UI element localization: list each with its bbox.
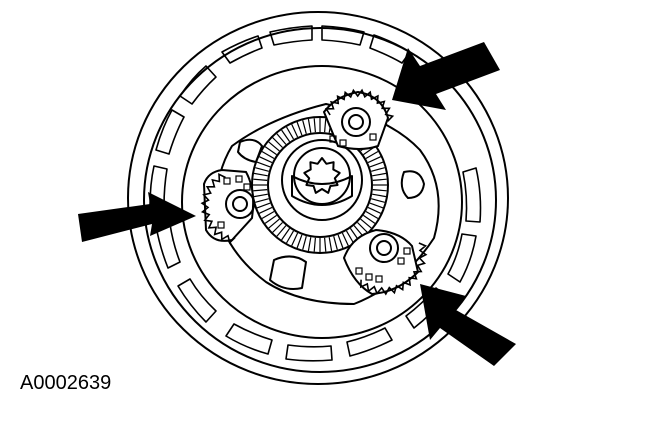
serration-line (256, 202, 271, 209)
serration-line (367, 156, 381, 164)
serration-line (372, 172, 387, 177)
serration-line (345, 230, 355, 244)
slotted-ring-inner-edge (181, 65, 463, 339)
serration-line (276, 133, 287, 145)
serration-line (276, 225, 287, 237)
carrier-pocket (269, 255, 307, 290)
serration-line (281, 228, 291, 241)
serration-line (328, 237, 333, 252)
serration-line (372, 193, 387, 198)
serration-line (313, 237, 316, 252)
hub-spline (303, 157, 341, 194)
serration-line (255, 198, 269, 203)
serration-line (268, 218, 280, 229)
hub-outer (281, 139, 363, 221)
thrust-washer-inner (267, 132, 373, 238)
figure-reference-code: A0002639 (20, 372, 112, 394)
serration-line (253, 189, 268, 192)
serration-line (268, 141, 280, 152)
serration-line (261, 210, 275, 220)
serration-line (264, 214, 277, 224)
serration-line (296, 121, 303, 136)
serration-line (302, 120, 307, 134)
carrier-pocket (400, 170, 425, 199)
serration-line (341, 232, 349, 246)
hub-bore (293, 147, 351, 205)
pinion-gear-left (200, 168, 255, 245)
hub-collar (291, 175, 353, 206)
serration-line (281, 129, 291, 142)
serration-line (363, 214, 376, 224)
serration-line (357, 222, 368, 233)
serration-line (333, 236, 338, 250)
serration-line (372, 178, 387, 181)
serration-line (253, 172, 268, 177)
serration-line (369, 202, 384, 209)
serration-line (371, 198, 385, 203)
outer-ring-inner-edge (143, 27, 497, 373)
serration-line (353, 225, 364, 237)
serration-line (272, 137, 283, 148)
serration-line (307, 118, 312, 133)
serration-line (259, 156, 273, 164)
serration-line (369, 161, 384, 168)
serration-line (371, 167, 385, 172)
serration-line (285, 126, 295, 140)
serration-line (264, 146, 277, 156)
serration-line (307, 237, 312, 252)
serration-line (324, 237, 327, 252)
pinion-gear-right (342, 228, 428, 296)
serration-line (367, 206, 381, 214)
outer-ring (127, 11, 509, 385)
serration-line (272, 222, 283, 233)
serration-line (337, 234, 344, 249)
serration-line (255, 167, 269, 172)
serration-line (313, 118, 316, 133)
serration-line (285, 230, 295, 244)
pinion-gear-top (322, 88, 395, 150)
serration-line (365, 210, 379, 220)
serration-line (253, 178, 268, 181)
serration-line (256, 161, 271, 168)
serration-line (360, 218, 372, 229)
arrow-pointing-top-pinion (392, 42, 500, 110)
serration-line (365, 150, 379, 160)
arrow-pointing-left-pinion (78, 192, 196, 242)
serration-line (291, 124, 299, 138)
serration-line (302, 236, 307, 250)
serration-line (296, 234, 303, 249)
serration-line (324, 118, 327, 133)
serration-line (261, 150, 275, 160)
serration-line (291, 232, 299, 246)
serration-line (259, 206, 273, 214)
arrow-pointing-right-pinion (420, 284, 516, 366)
serration-line (372, 189, 387, 192)
carrier-pocket (237, 138, 263, 163)
serration-line (253, 193, 268, 198)
